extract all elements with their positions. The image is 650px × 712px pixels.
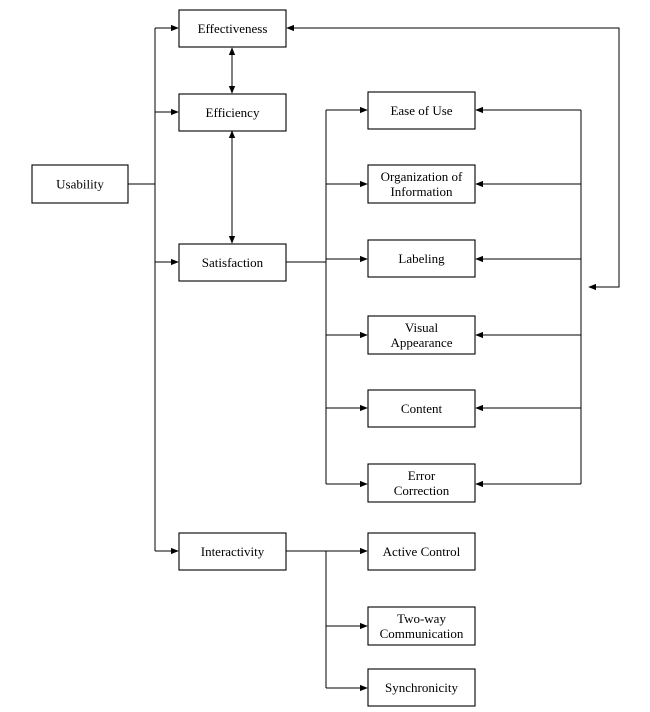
connectors: [128, 24, 620, 692]
node-label-line: Error: [408, 468, 436, 483]
node-effectiveness: Effectiveness: [178, 9, 287, 48]
node-label-line: Two-way: [397, 611, 446, 626]
node-label-line: Information: [390, 184, 453, 199]
node-active-control: Active Control: [367, 532, 476, 571]
node-usability: Usability: [31, 164, 129, 204]
node-label-efficiency: Efficiency: [206, 105, 260, 120]
node-label-satisfaction: Satisfaction: [202, 255, 264, 270]
node-label-effectiveness: Effectiveness: [198, 21, 268, 36]
node-label-content: Content: [401, 401, 443, 416]
node-efficiency: Efficiency: [178, 93, 287, 132]
connector-effectiveness-feedback: [286, 24, 620, 291]
node-synchronicity: Synchronicity: [367, 668, 476, 707]
node-label-usability: Usability: [56, 177, 104, 192]
node-label-synchronicity: Synchronicity: [385, 680, 458, 695]
node-label-line: Ease of Use: [390, 103, 452, 118]
node-label-line: Efficiency: [206, 105, 260, 120]
node-label-line: Interactivity: [201, 544, 265, 559]
node-label-active-control: Active Control: [383, 544, 461, 559]
node-label-line: Usability: [56, 177, 104, 192]
node-label-line: Organization of: [381, 169, 463, 184]
node-label-line: Correction: [394, 483, 450, 498]
node-ease-of-use: Ease of Use: [367, 91, 476, 130]
node-label-line: Communication: [380, 626, 464, 641]
node-interactivity: Interactivity: [178, 532, 287, 571]
node-label-line: Content: [401, 401, 443, 416]
node-label-line: Active Control: [383, 544, 461, 559]
node-label-ease-of-use: Ease of Use: [390, 103, 452, 118]
node-label-line: Effectiveness: [198, 21, 268, 36]
node-label-labeling: Labeling: [398, 251, 445, 266]
node-satisfaction: Satisfaction: [178, 243, 287, 282]
node-content: Content: [367, 389, 476, 428]
node-labeling: Labeling: [367, 239, 476, 278]
node-label-line: Synchronicity: [385, 680, 458, 695]
node-label-line: Satisfaction: [202, 255, 264, 270]
node-label-line: Visual: [405, 320, 439, 335]
node-label-line: Appearance: [390, 335, 452, 350]
node-label-line: Labeling: [398, 251, 445, 266]
node-label-interactivity: Interactivity: [201, 544, 265, 559]
